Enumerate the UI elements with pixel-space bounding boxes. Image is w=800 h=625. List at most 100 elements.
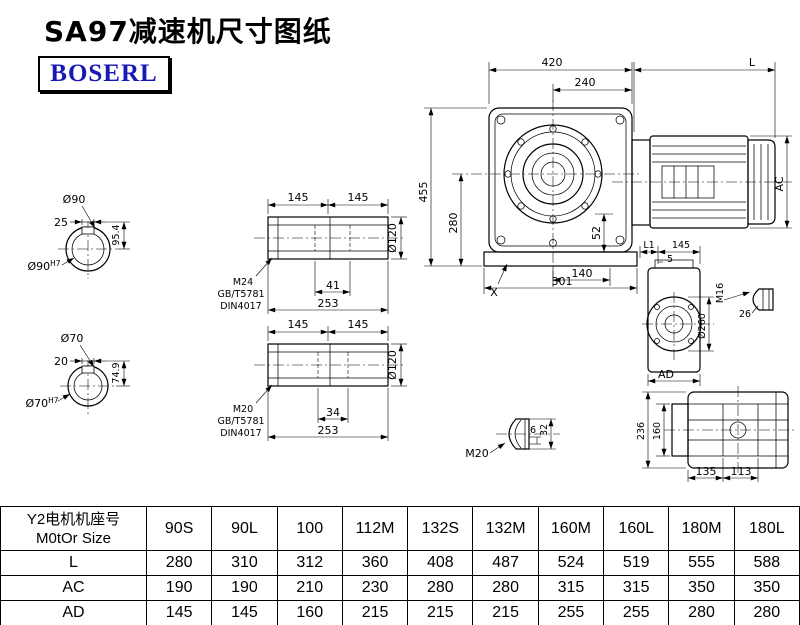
dim-301: 301 [552, 275, 573, 288]
cell-L-6: 524 [537, 550, 605, 576]
dim-bore90: Ø90H7 [27, 259, 60, 273]
dim-113: 113 [731, 465, 752, 478]
dim-dia90: Ø90 [63, 193, 86, 206]
label-X: X [490, 286, 498, 299]
cell-AD-2: 160 [276, 600, 343, 625]
brand-text: BOSERL [50, 60, 158, 87]
cell-AD-9: 280 [733, 600, 800, 625]
dim-L: L [749, 56, 756, 69]
label-din-top: DIN4017 [220, 301, 261, 312]
cell-AD-6: 255 [537, 600, 605, 625]
dim-52: 52 [590, 226, 603, 240]
dim-L1: L1 [643, 240, 654, 251]
col-header-180m: 180M [668, 506, 735, 551]
label-m16: M16 [715, 283, 726, 303]
cell-L-9: 588 [733, 550, 800, 576]
row-label-AD: AD [0, 600, 147, 625]
dim-95-4: 95.4 [111, 224, 122, 245]
motor-size-header-en: M0tOr Size [35, 529, 111, 547]
cell-AC-0: 190 [145, 575, 213, 601]
dim-145b-top: 145 [348, 191, 369, 204]
motor [631, 135, 776, 229]
col-header-90l: 90L [211, 506, 278, 551]
hollow-shaft-detail-top: 145 145 Ø120 M24 GB/T5781 DIN4017 41 253 [217, 191, 407, 314]
dim-145-side: 145 [672, 240, 690, 251]
dim-145a-bottom: 145 [288, 318, 309, 331]
dim-6: 6 [530, 425, 536, 436]
row-label-L: L [0, 550, 147, 576]
table-header-row: Y2电机机座号 M0tOr Size 90S 90L 100 112M 132S… [0, 506, 800, 551]
cell-AD-8: 280 [668, 600, 735, 625]
main-view: 420 L 240 455 280 52 140 301 AC X [417, 56, 792, 299]
dim-key20: 20 [54, 355, 68, 368]
dim-455: 455 [417, 182, 430, 203]
row-label-AC: AC [0, 575, 147, 601]
label-m20-detail: M20 [465, 447, 489, 460]
dimension-table: Y2电机机座号 M0tOr Size 90S 90L 100 112M 132S… [0, 506, 800, 625]
label-m20: M20 [233, 404, 253, 415]
dim-253-top: 253 [318, 297, 339, 310]
dim-160: 160 [652, 422, 663, 440]
cell-L-4: 408 [407, 550, 474, 576]
cell-AD-0: 145 [145, 600, 213, 625]
label-din-bottom: DIN4017 [220, 428, 261, 439]
cell-AD-3: 215 [341, 600, 409, 625]
shaft-section-70: Ø70 20 74.9 Ø70H7 [25, 332, 130, 414]
motor-size-header: Y2电机机座号 M0tOr Size [0, 506, 147, 551]
table-row-AC: AC 190 190 210 230 280 280 315 315 350 3… [0, 575, 800, 601]
cell-AD-5: 215 [472, 600, 539, 625]
dim-AD: AD [658, 368, 674, 381]
output-side-view: L1 145 5 M16 Ø260 26 AD [639, 240, 774, 386]
cell-AC-9: 350 [733, 575, 800, 601]
table-row-AD: AD 145 145 160 215 215 215 255 255 280 2… [0, 600, 800, 625]
shaft-70-dimensions [57, 344, 130, 402]
shaft-section-90: Ø90 25 95.4 Ø90H7 [27, 193, 130, 279]
dim-dia120-top: Ø120 [386, 223, 399, 253]
dim-dia260: Ø260 [697, 313, 708, 339]
plan-view: 236 160 135 113 [636, 386, 796, 482]
col-header-90s: 90S [145, 506, 213, 551]
cell-AC-5: 280 [472, 575, 539, 601]
cell-AD-1: 145 [211, 600, 278, 625]
dim-140: 140 [572, 267, 593, 280]
cell-AC-2: 210 [276, 575, 343, 601]
dim-74-9: 74.9 [111, 362, 122, 383]
dim-dia120-bottom: Ø120 [386, 350, 399, 380]
cell-AC-6: 315 [537, 575, 605, 601]
page-title: SA97减速机尺寸图纸 [44, 15, 332, 48]
dim-dia70: Ø70 [61, 332, 84, 345]
dim-26: 26 [739, 309, 751, 320]
cell-L-0: 280 [145, 550, 213, 576]
cell-AD-4: 215 [407, 600, 474, 625]
cell-L-5: 487 [472, 550, 539, 576]
dim-240: 240 [575, 76, 596, 89]
dim-AC: AC [773, 176, 786, 191]
cell-L-2: 312 [276, 550, 343, 576]
dim-145b-bottom: 145 [348, 318, 369, 331]
shaft-90-dimensions [61, 205, 130, 266]
table-row-L: L 280 310 312 360 408 487 524 519 555 58… [0, 550, 800, 576]
col-header-180l: 180L [733, 506, 800, 551]
hollow-shaft-detail-bottom: 145 145 Ø120 M20 GB/T5781 DIN4017 34 253 [217, 318, 407, 441]
dim-5: 5 [667, 254, 673, 265]
main-view-dimensions [424, 62, 792, 294]
col-header-160l: 160L [603, 506, 670, 551]
brand-logo: BOSERL [38, 56, 170, 92]
hollow-shaft-bottom-dimensions [255, 326, 407, 441]
output-shaft-end [752, 288, 774, 311]
cell-L-1: 310 [211, 550, 278, 576]
label-gb-top: GB/T5781 [217, 289, 264, 300]
dim-32: 32 [539, 424, 550, 436]
dim-key25: 25 [54, 216, 68, 229]
cell-L-8: 555 [668, 550, 735, 576]
dim-bore70: Ø70H7 [25, 396, 58, 410]
dim-135: 135 [696, 465, 717, 478]
hollow-shaft-top-dimensions [255, 199, 407, 314]
plan-view-dimensions [642, 391, 759, 482]
label-gb-bottom: GB/T5781 [217, 416, 264, 427]
col-header-132m: 132M [472, 506, 539, 551]
gearbox-housing [483, 107, 638, 267]
cell-AC-8: 350 [668, 575, 735, 601]
col-header-112m: 112M [341, 506, 409, 551]
side-view-dimensions [639, 246, 759, 386]
